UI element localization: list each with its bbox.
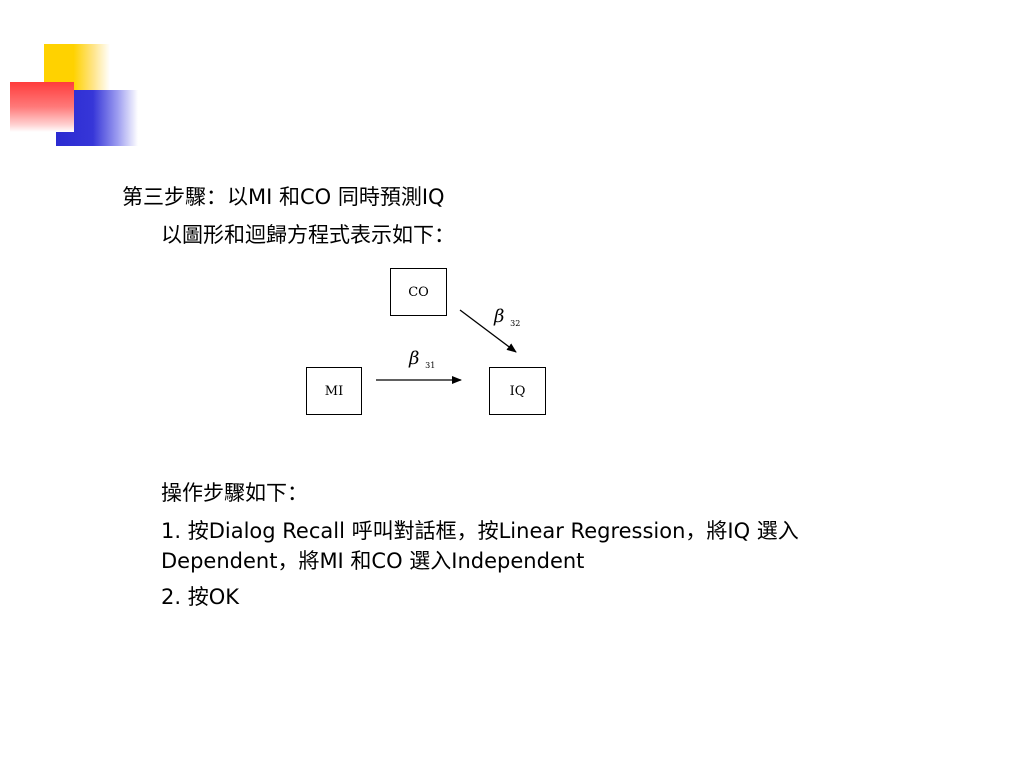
- coef-beta32-symbol: β: [493, 306, 504, 327]
- node-iq: IQ: [489, 367, 546, 415]
- node-mi-label: MI: [324, 383, 344, 399]
- node-iq-label: IQ: [509, 383, 526, 399]
- node-co: CO: [390, 268, 447, 316]
- decor-red-square: [10, 82, 74, 132]
- node-mi: MI: [306, 367, 362, 415]
- coef-beta31: β 31: [408, 348, 435, 370]
- coef-beta32-subscript: 32: [510, 319, 520, 328]
- step-heading: 第三步驟：以MI 和CO 同時預測IQ: [122, 185, 445, 209]
- instruction-step-2: 2. 按OK: [161, 585, 240, 609]
- coef-beta31-subscript: 31: [425, 361, 435, 370]
- ops-heading: 操作步驟如下：: [161, 481, 308, 505]
- node-co-label: CO: [408, 284, 429, 300]
- intro-line: 以圖形和迴歸方程式表示如下：: [161, 223, 455, 247]
- arrow-co-to-iq: [459, 309, 517, 353]
- coef-beta32: β 32: [493, 306, 520, 328]
- coef-beta31-symbol: β: [408, 348, 419, 369]
- instruction-step-1: 1. 按Dialog Recall 呼叫對話框，按Linear Regressi…: [161, 519, 799, 573]
